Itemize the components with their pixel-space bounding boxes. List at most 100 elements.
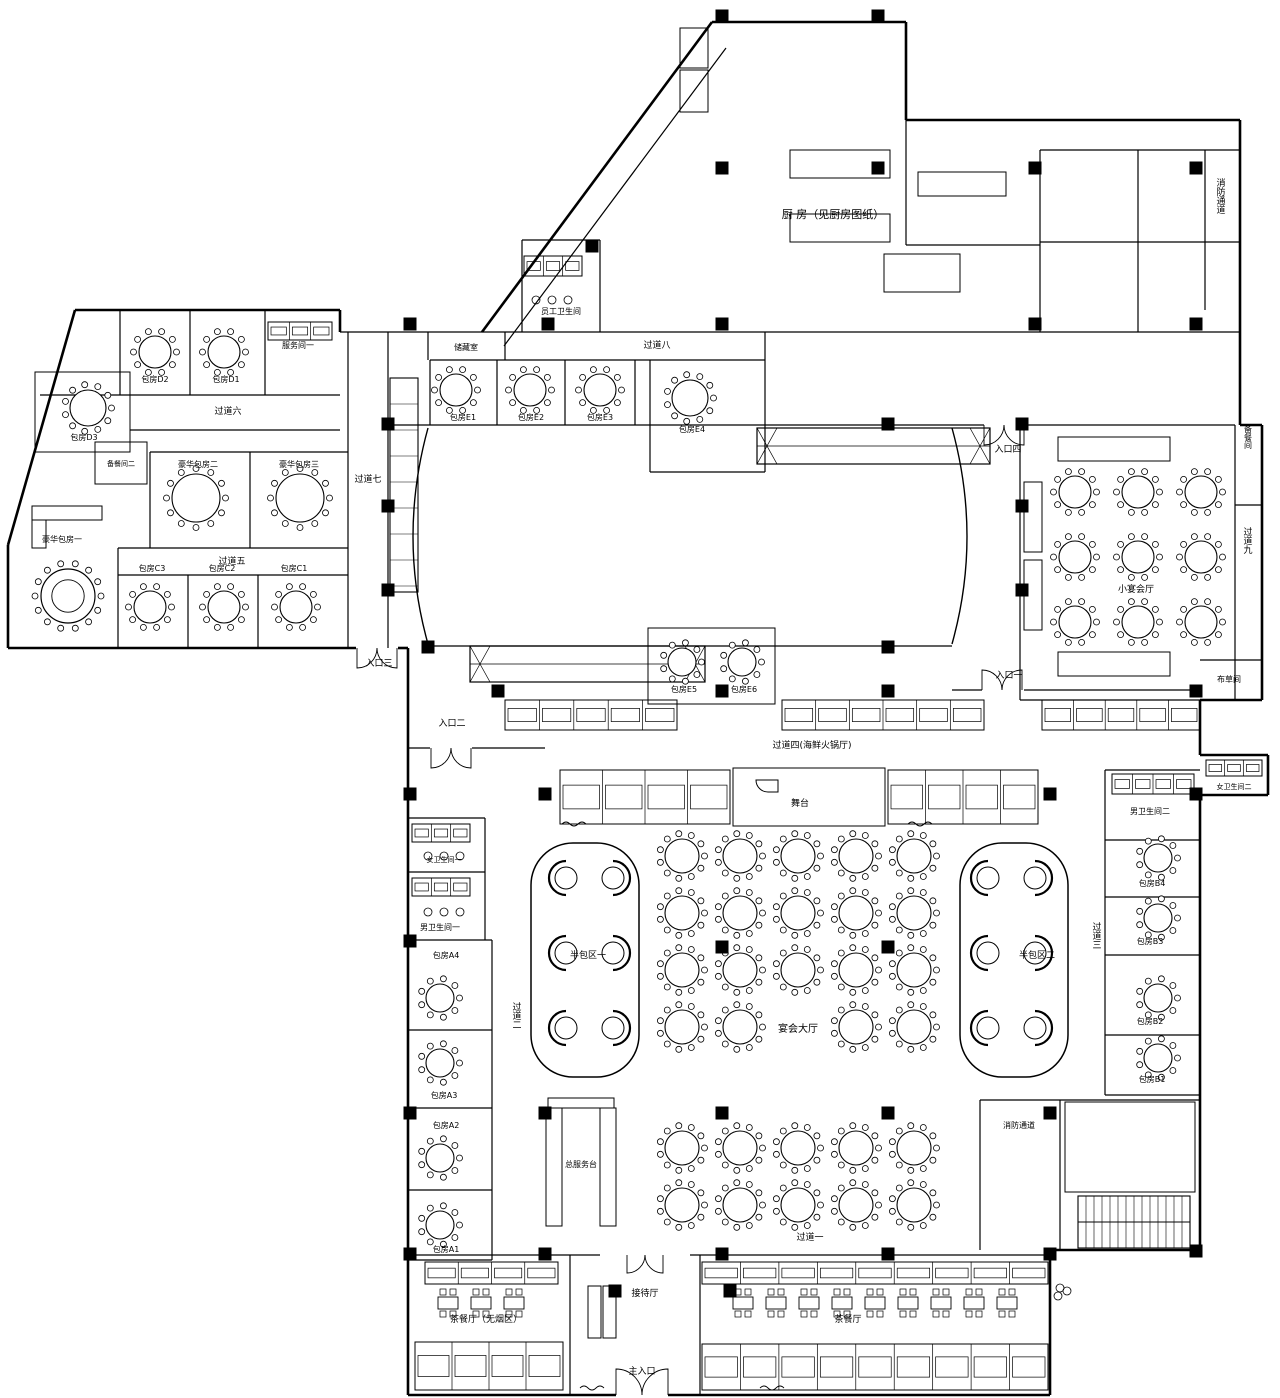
door — [644, 1254, 664, 1274]
booth-table — [743, 1267, 777, 1279]
round-table — [664, 895, 700, 931]
chair — [1136, 987, 1144, 995]
chair — [837, 1184, 845, 1192]
chair — [907, 944, 915, 952]
round-table — [838, 952, 874, 988]
chair — [779, 983, 787, 991]
chair — [1158, 975, 1165, 983]
chair — [314, 603, 321, 611]
chair — [94, 606, 102, 614]
chair — [675, 887, 683, 895]
chair — [657, 1207, 664, 1215]
chair — [167, 479, 174, 487]
chair — [933, 852, 940, 860]
booth-back — [612, 934, 632, 972]
chair — [449, 1288, 457, 1296]
chair — [1158, 1073, 1165, 1081]
chair — [203, 361, 211, 369]
chair — [1169, 1042, 1177, 1049]
chair — [657, 972, 664, 980]
booth-table — [313, 326, 330, 336]
chair — [701, 966, 708, 974]
round-table — [664, 1009, 700, 1045]
chair — [62, 397, 69, 405]
round-table — [439, 373, 473, 407]
room-label: 消防通道 — [1003, 1120, 1035, 1130]
chair — [1141, 598, 1148, 605]
chair — [1136, 907, 1144, 915]
booth-round-table — [554, 941, 578, 965]
chair — [744, 1310, 752, 1318]
booth-table — [1003, 784, 1036, 810]
booth-table — [417, 1355, 450, 1377]
chair — [108, 404, 115, 412]
chair — [1065, 598, 1072, 605]
chair — [715, 960, 722, 968]
chair — [919, 987, 927, 994]
round-table — [722, 952, 758, 988]
room-label: 过道三 — [1092, 921, 1101, 951]
chair — [451, 1234, 459, 1241]
chair — [163, 616, 171, 623]
chair — [755, 978, 763, 986]
chair — [698, 658, 705, 666]
chair — [177, 469, 185, 476]
chair — [237, 361, 245, 369]
round-table — [722, 1130, 758, 1166]
chair — [296, 465, 304, 472]
chair — [675, 1122, 683, 1130]
chair — [687, 1003, 695, 1010]
tea-table — [930, 1296, 952, 1310]
room-label: 包房E5 — [671, 684, 697, 694]
round-table — [171, 473, 221, 523]
chair — [813, 921, 821, 929]
chair — [755, 921, 763, 929]
chair — [94, 578, 102, 586]
chair — [831, 903, 838, 911]
column — [715, 161, 729, 175]
chair — [803, 1124, 811, 1131]
room-label: 包房A2 — [433, 1120, 460, 1130]
door — [450, 747, 472, 769]
booth-table — [1044, 708, 1071, 722]
chair — [767, 1288, 775, 1296]
chair — [758, 658, 765, 666]
chair — [163, 591, 171, 598]
chair — [687, 873, 695, 880]
chair — [158, 368, 166, 376]
booth-round-table — [601, 1016, 625, 1040]
chair — [163, 494, 170, 502]
chair — [668, 675, 676, 683]
chair — [227, 328, 235, 336]
chair — [871, 1213, 879, 1221]
booth-table — [576, 708, 606, 722]
room-label: 厨 房（见厨房图纸） — [782, 208, 885, 221]
chair — [451, 1007, 459, 1014]
chair — [715, 1195, 722, 1203]
booth-table — [690, 784, 728, 810]
chair — [227, 368, 235, 376]
column — [723, 1284, 737, 1298]
chair — [192, 465, 200, 472]
chair — [439, 1288, 447, 1296]
chair — [311, 469, 319, 476]
booth-back — [1034, 934, 1054, 972]
chair — [167, 509, 174, 517]
chair — [1141, 574, 1148, 581]
chair — [663, 1161, 671, 1169]
chair — [889, 960, 896, 968]
chair — [837, 1127, 845, 1135]
booth-table — [818, 708, 847, 722]
chair — [696, 373, 704, 381]
chair — [671, 376, 678, 384]
booth-table — [935, 1356, 969, 1378]
chair — [733, 1122, 741, 1130]
chair — [1128, 533, 1135, 540]
chair — [1191, 533, 1198, 540]
chair — [129, 616, 137, 623]
chair — [907, 1179, 915, 1187]
lazy-susan — [51, 579, 85, 613]
chair — [871, 1011, 879, 1019]
chair — [664, 401, 671, 409]
room-label: 豪华包房二 — [178, 459, 218, 469]
